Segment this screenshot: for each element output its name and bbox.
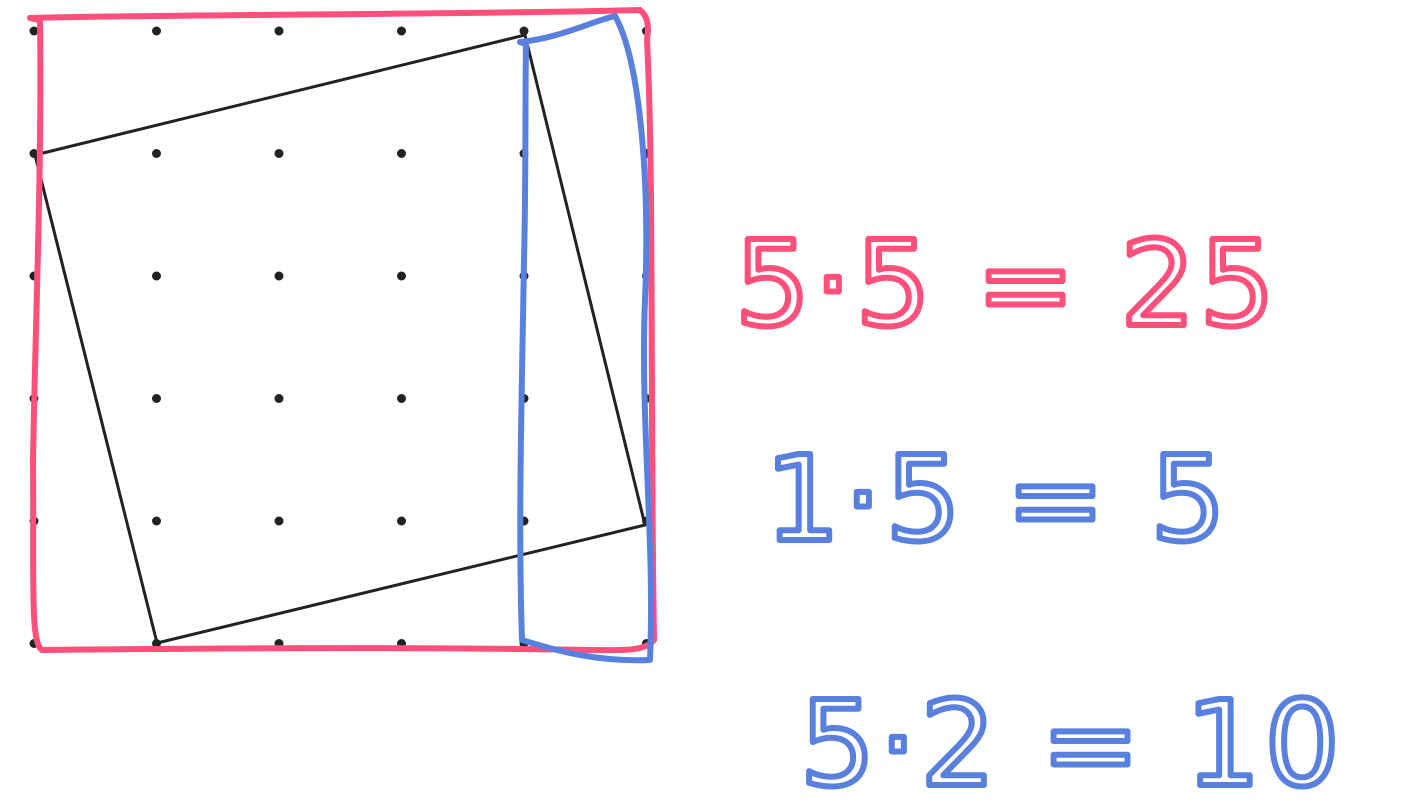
grid-dot [397, 271, 406, 281]
grid-dot [274, 271, 284, 281]
grid-dot [274, 26, 284, 36]
grid-dot [29, 26, 39, 36]
grid-dot [152, 516, 161, 526]
grid-dot [519, 26, 529, 36]
grid-dot [152, 149, 161, 158]
equation-one-times-five: 1·5 = 5 [765, 430, 1230, 568]
grid-dot [397, 516, 406, 526]
grid-dot [152, 26, 161, 36]
grid-dot [397, 394, 406, 403]
grid-dot [152, 271, 161, 281]
pink-outer-rectangle [27, 7, 657, 654]
grid-dot [152, 394, 161, 403]
grid-dot [397, 26, 406, 36]
tilted-square [33, 33, 647, 645]
dot-grid [29, 26, 651, 648]
grid-dot [274, 394, 284, 403]
equation-five-times-five: 5·5 = 25 [735, 215, 1279, 353]
blue-strip-rectangle [517, 13, 655, 664]
grid-dot [274, 516, 284, 526]
equation-five-times-two: 5·2 = 10 [800, 675, 1344, 800]
grid-dot [397, 149, 406, 158]
grid-dot [274, 149, 284, 158]
